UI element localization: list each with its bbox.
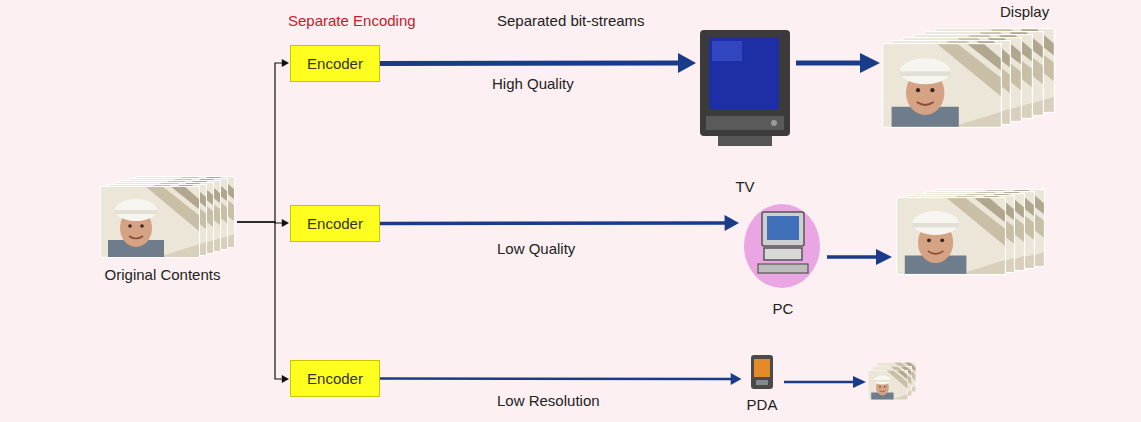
section-heading: Separate Encoding [288, 12, 416, 30]
device-label: PDA [747, 396, 778, 414]
connector [380, 53, 696, 73]
edge-label: High Quality [492, 75, 574, 93]
connector [380, 215, 739, 231]
pda-display-frames [868, 362, 916, 400]
original-contents: Original Contents [90, 176, 235, 284]
pda-icon [751, 355, 773, 389]
pc-icon [744, 204, 820, 288]
device-label: PC [773, 300, 794, 318]
output-arrows [784, 53, 892, 388]
encoder-box: Encoder [290, 360, 380, 397]
edge-label: Low Quality [497, 240, 575, 258]
encoder-box: Encoder [290, 45, 380, 82]
section-heading: Display [1000, 3, 1049, 21]
tv-device: TV [698, 30, 792, 196]
box-label: Encoder [307, 370, 363, 388]
pc-device: PC [741, 198, 825, 318]
device-label: Original Contents [105, 266, 221, 284]
pda-device: PDA [744, 352, 781, 414]
connector [380, 373, 742, 385]
connector [237, 219, 289, 227]
device-label: TV [735, 178, 754, 196]
original-frames [100, 176, 235, 258]
tv-icon [700, 30, 790, 146]
connector [237, 59, 289, 222]
pc-display-frames [896, 189, 1045, 275]
tv-display-frames [882, 28, 1055, 128]
encoder-box: Encoder [290, 205, 380, 242]
edge-label: Low Resolution [497, 392, 600, 410]
box-label: Encoder [307, 55, 363, 73]
box-label: Encoder [307, 215, 363, 233]
connector [237, 222, 289, 383]
section-heading: Separated bit-streams [497, 12, 645, 30]
